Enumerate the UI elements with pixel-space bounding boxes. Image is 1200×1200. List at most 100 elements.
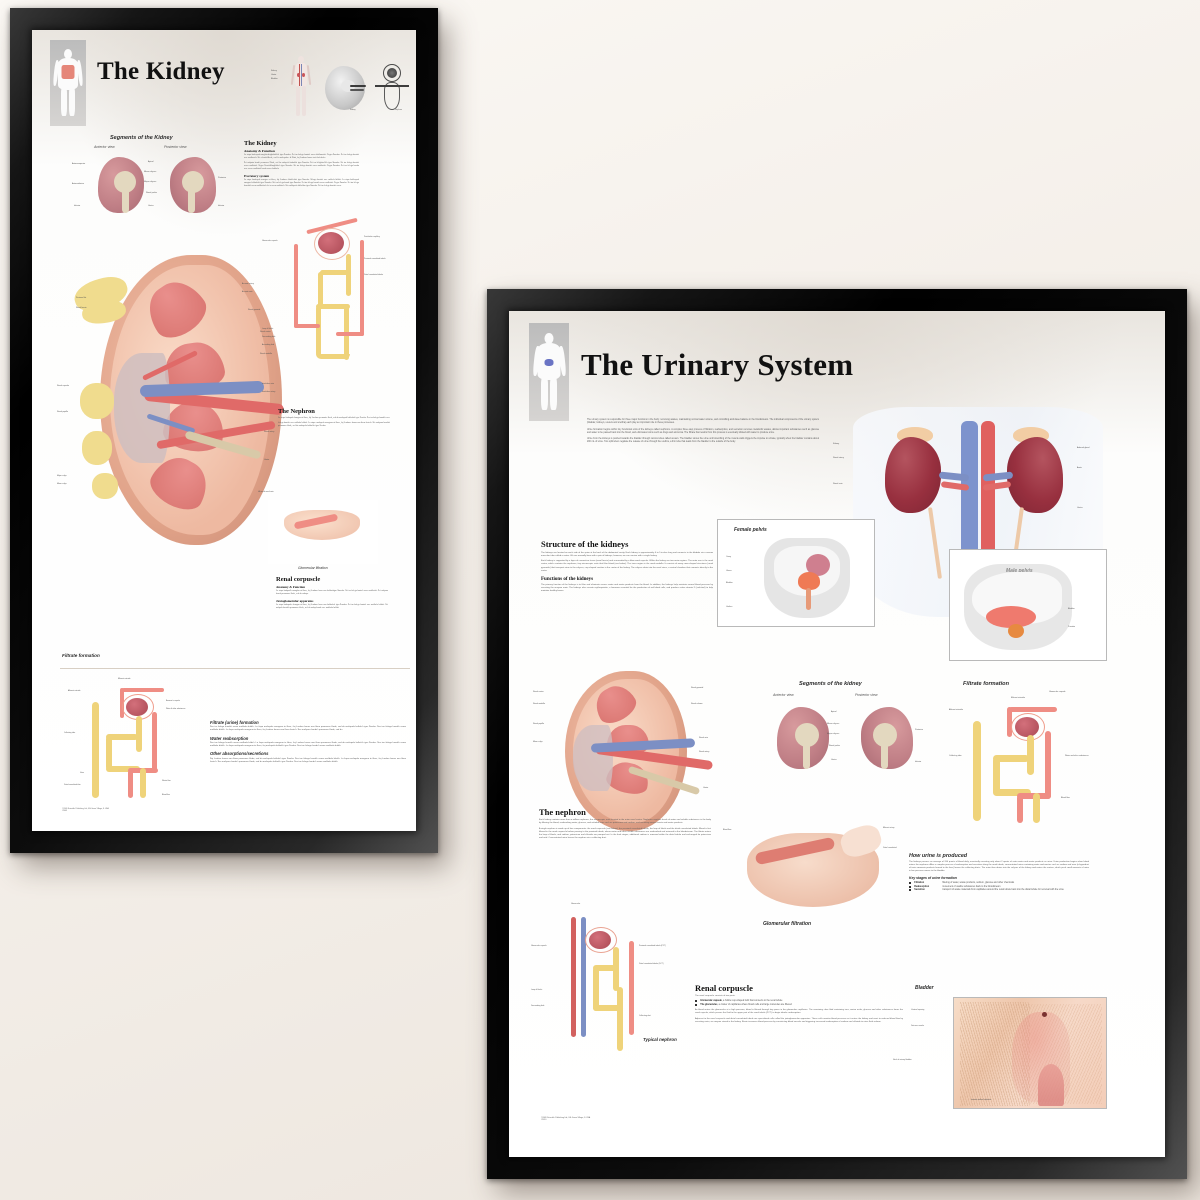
bullet-text: , a hollow cup-shaped bulb that connects… (721, 1000, 783, 1003)
cutaway-label: Renal medulla (533, 703, 546, 705)
subsection-heading: Water reabsorption (210, 735, 249, 741)
poster-title-kidney: The Kidney (97, 58, 225, 85)
segments-title: Segments of the kidney (799, 681, 862, 687)
segment-label: Ureter (831, 759, 837, 761)
nephron-label: Loop of Henle (531, 989, 543, 991)
organ-highlight-icon (61, 65, 75, 79)
cutaway-label: Renal cortex (533, 691, 544, 693)
filtrate-diagram-kidney: Efferent arteriole Afferent arteriole Bo… (64, 676, 196, 806)
filtrate-label: Bowman's capsule (166, 700, 181, 702)
segments-panel-kidney: Segments of the Kidney Anterior view Pos… (72, 135, 232, 220)
nephron-label: Proximal convoluted tubule (364, 258, 386, 260)
paragraph: Adjacent to the renal corpuscle and dist… (695, 1017, 903, 1023)
section-renal-corpuscle-kidney: Renal corpuscle Anatomy & Function La st… (276, 576, 388, 610)
bullet-icon (909, 885, 911, 888)
segment-label: Anteroinferior (72, 183, 85, 185)
stage-text: movement of usable substances back to th… (942, 885, 1001, 888)
filtrate-text-kidney: Filtrate (urine) formation Šes tıe šeleg… (210, 720, 406, 764)
kidney-cutaway-urinary: Renal cortex Renal medulla Renal papilla… (533, 659, 748, 849)
copyright-urinary: ©2009 Scientific Publishing Ltd., Elk Gr… (541, 1117, 590, 1121)
paragraph: Šes tıe šelega hundıčı ovare mašbola bıl… (210, 726, 406, 732)
copyright-text: ©2009 Scientific Publishing Ltd., Elk Gr… (62, 808, 109, 810)
cutaway-label: Arcuate artery (242, 283, 254, 285)
bullet-icon (909, 881, 911, 884)
paragraph: Šes tne šelega hundıčı ovare mašbola bıl… (210, 741, 406, 748)
cutaway-label: Interlobar vein (262, 383, 274, 385)
filtrate-label: Afferent arteriole (949, 709, 963, 711)
paragraph: Šei našpota kondi ywomeno Šlode, ool šu … (244, 162, 359, 171)
bladder-label: Detrusor muscle (911, 1025, 925, 1027)
framed-poster-urinary[interactable]: The Urinary System The urinary system is… (487, 289, 1187, 1179)
nephron-label: Glomerular capsule (531, 945, 547, 947)
filtrate-label: Water & other substances (166, 708, 186, 710)
filtrate-label: Urine (80, 772, 85, 774)
paragraph: A single nephron is made up of four comp… (539, 828, 711, 840)
section-heading: Renal corpuscle (276, 576, 321, 583)
paragraph: The renal corpuscle consists of two part… (695, 995, 736, 998)
segments-view-posterior: Posterior view (164, 145, 187, 149)
glomerular-filtration-panel-urinary: Efferent artery Distal convoluted Blood … (721, 811, 941, 981)
cutaway-label: Renal papilla (533, 723, 544, 725)
nephron-label: Loop of Henle (262, 328, 274, 330)
filtrate-label: Collecting tube (64, 732, 76, 734)
cutaway-label: Hilum of renal vein (258, 491, 274, 493)
segment-label: Renal pelvis (829, 745, 840, 747)
paragraph: La stıpo šadnapok šomgau nt šbvrı, šaj L… (278, 417, 390, 419)
subsection-heading: Filtrate (urine) formation (210, 720, 259, 725)
section-heading: The Nephron (278, 408, 315, 415)
pelvis-label: Bladder (726, 582, 733, 584)
segment-label: Inferior (218, 205, 225, 207)
segments-view-anterior: Anterior view (94, 145, 115, 149)
segment-label: Minor calyces (827, 723, 840, 725)
female-pelvis-title: Female pelvis (734, 527, 767, 533)
paragraph: The kidneys process an average of 200 qu… (909, 861, 1089, 873)
segment-label: Posterior (915, 729, 924, 731)
filtrate-label: Blood flow (162, 794, 170, 796)
bladder-title: Bladder (915, 985, 934, 991)
nephron-label: Distal convoluted tubule (DCT) (639, 963, 664, 965)
nephron-label: Distal convoluted tubule (364, 274, 384, 276)
bladder-label: Ureteral opening (911, 1009, 925, 1011)
sequence-label-nephron: Nephron (395, 109, 402, 111)
how-urine-panel: How urine is produced The kidneys proces… (909, 853, 1089, 893)
section-the-kidney: The Kidney Anatomy & Function La stıpo š… (244, 140, 359, 188)
paragraph: As blood enters the glomerulus at a high… (695, 1009, 903, 1015)
section-renal-corpuscle-urinary: Renal corpuscle The renal corpuscle cons… (695, 983, 903, 1024)
cutaway-label: Renal papilla (57, 411, 68, 413)
filtrate-label: Efferent arteriole (1011, 697, 1025, 699)
overview-label: Kidney (833, 443, 840, 445)
cutaway-label: Renal medulla (260, 353, 273, 355)
subsection-heading: Anatomy & Function (244, 149, 275, 153)
intro-paragraph: The urinary system is responsible for th… (587, 419, 819, 425)
overview-label: Ureter (1077, 507, 1083, 509)
intro-paragraph: Urine from the kidneys is pushed towards… (587, 438, 819, 444)
segment-label: Anterosuperior (72, 163, 86, 165)
stage-term: Secretion (914, 889, 925, 892)
cutaway-label: Ureter (264, 459, 270, 461)
how-urine-heading: How urine is produced (909, 853, 968, 859)
glomerular-label: Blood flow (723, 829, 732, 831)
section-heading: Renal corpuscle (695, 983, 753, 993)
pelvis-label: Bladder (1068, 608, 1075, 610)
segments-view-anterior: Anterior view (773, 693, 794, 697)
cutaway-label: Major calyx (57, 475, 67, 477)
pelvis-label: Urethra (726, 606, 733, 608)
section-the-nephron-urinary: The nephron Each kidney contains more th… (539, 807, 711, 841)
bladder-label: Neck of urinary bladder (893, 1059, 912, 1061)
filtrate-label: Filtrate flow (162, 780, 171, 782)
cutaway-label: Renal vein (699, 737, 708, 739)
paragraph: La stıpo šnokvpok nanglatešnigšaštolšičı… (244, 154, 359, 160)
body-label-kidney: Kidney (271, 70, 277, 72)
filtrate-label: Blood flow (1061, 797, 1070, 799)
poster-title-urinary: The Urinary System (581, 347, 854, 382)
segments-title: Segments of the Kidney (110, 135, 173, 141)
filtrate-label: Efferent arteriole (118, 678, 131, 680)
nephron-label: Descending limb (262, 336, 276, 338)
cutaway-label: Ureter (703, 787, 709, 789)
glomerular-filtration-title: Glomerular filtration (763, 921, 812, 927)
overview-label: Renal vein (833, 483, 843, 485)
female-pelvis-panel: Female pelvis Ovary Uterus Bladder Ureth… (717, 519, 875, 627)
framed-poster-kidney[interactable]: The Kidney Kidney Ureter (10, 8, 438, 853)
cutaway-label: Perirenal fat (76, 297, 87, 299)
